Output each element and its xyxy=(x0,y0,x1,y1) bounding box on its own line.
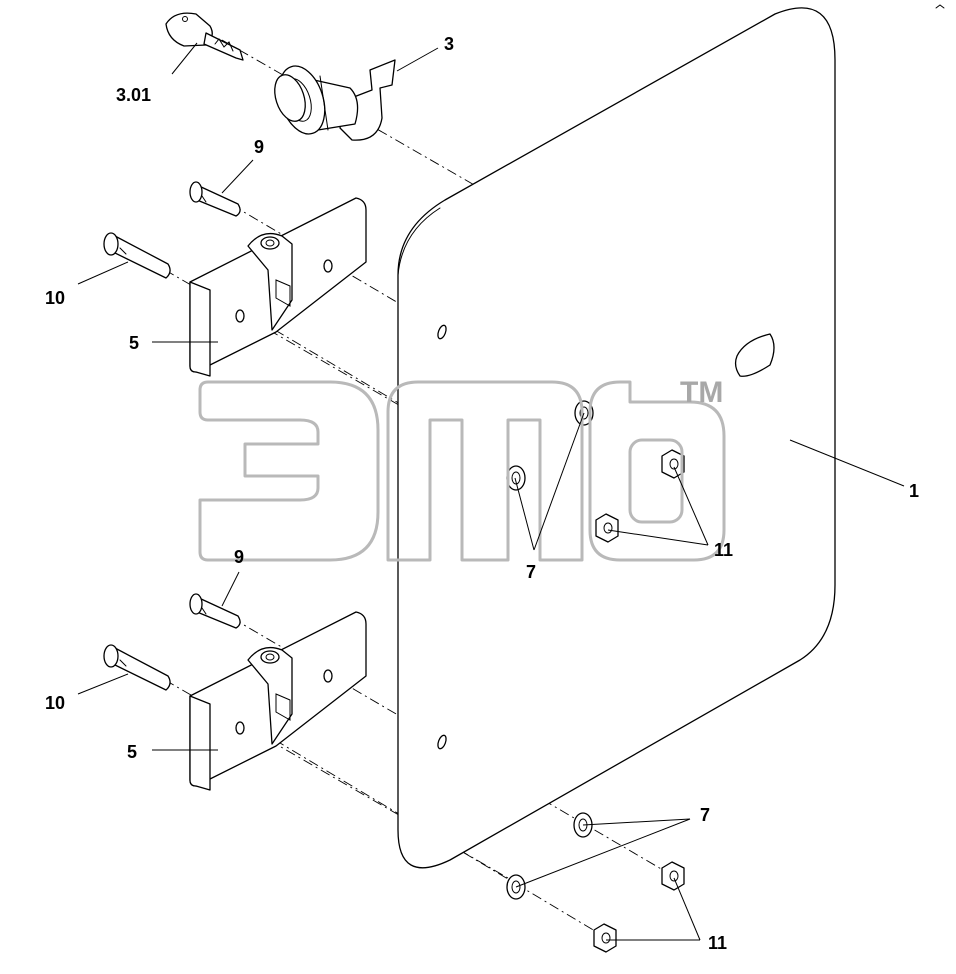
pin-lower-part xyxy=(189,593,241,629)
watermark-logo: TM xyxy=(198,376,726,562)
pin-upper-part xyxy=(189,181,241,217)
callout-bolt-upper: 10 xyxy=(45,288,65,308)
key-part xyxy=(165,12,244,61)
watermark-trademark: TM xyxy=(680,376,723,409)
callout-labels: 3.01 3 9 9 10 10 5 5 1 7 7 11 11 xyxy=(45,34,919,953)
callout-nut-lower: 11 xyxy=(708,933,727,953)
callout-lock: 3 xyxy=(444,34,454,54)
bolt-upper-part xyxy=(103,232,171,279)
callout-washer-upper: 7 xyxy=(526,562,536,582)
panel-part xyxy=(397,7,836,869)
callout-nut-upper: 11 xyxy=(714,540,733,560)
callout-hinge-upper: 5 xyxy=(129,333,139,353)
callout-panel: 1 xyxy=(909,481,919,501)
callout-pin-lower: 9 xyxy=(234,547,244,567)
callout-key: 3.01 xyxy=(116,85,151,105)
lock-part xyxy=(274,59,396,141)
callout-hinge-lower: 5 xyxy=(127,742,137,762)
bolt-lower-part xyxy=(103,644,171,691)
washers xyxy=(506,400,594,900)
callout-pin-upper: 9 xyxy=(254,137,264,157)
callout-bolt-lower: 10 xyxy=(45,693,65,713)
corner-mark xyxy=(935,4,945,9)
leader-lines xyxy=(77,42,905,941)
callout-washer-lower: 7 xyxy=(700,805,710,825)
nuts xyxy=(593,449,685,953)
hinge-lower-part xyxy=(189,611,367,791)
hinge-upper-part xyxy=(189,197,367,377)
